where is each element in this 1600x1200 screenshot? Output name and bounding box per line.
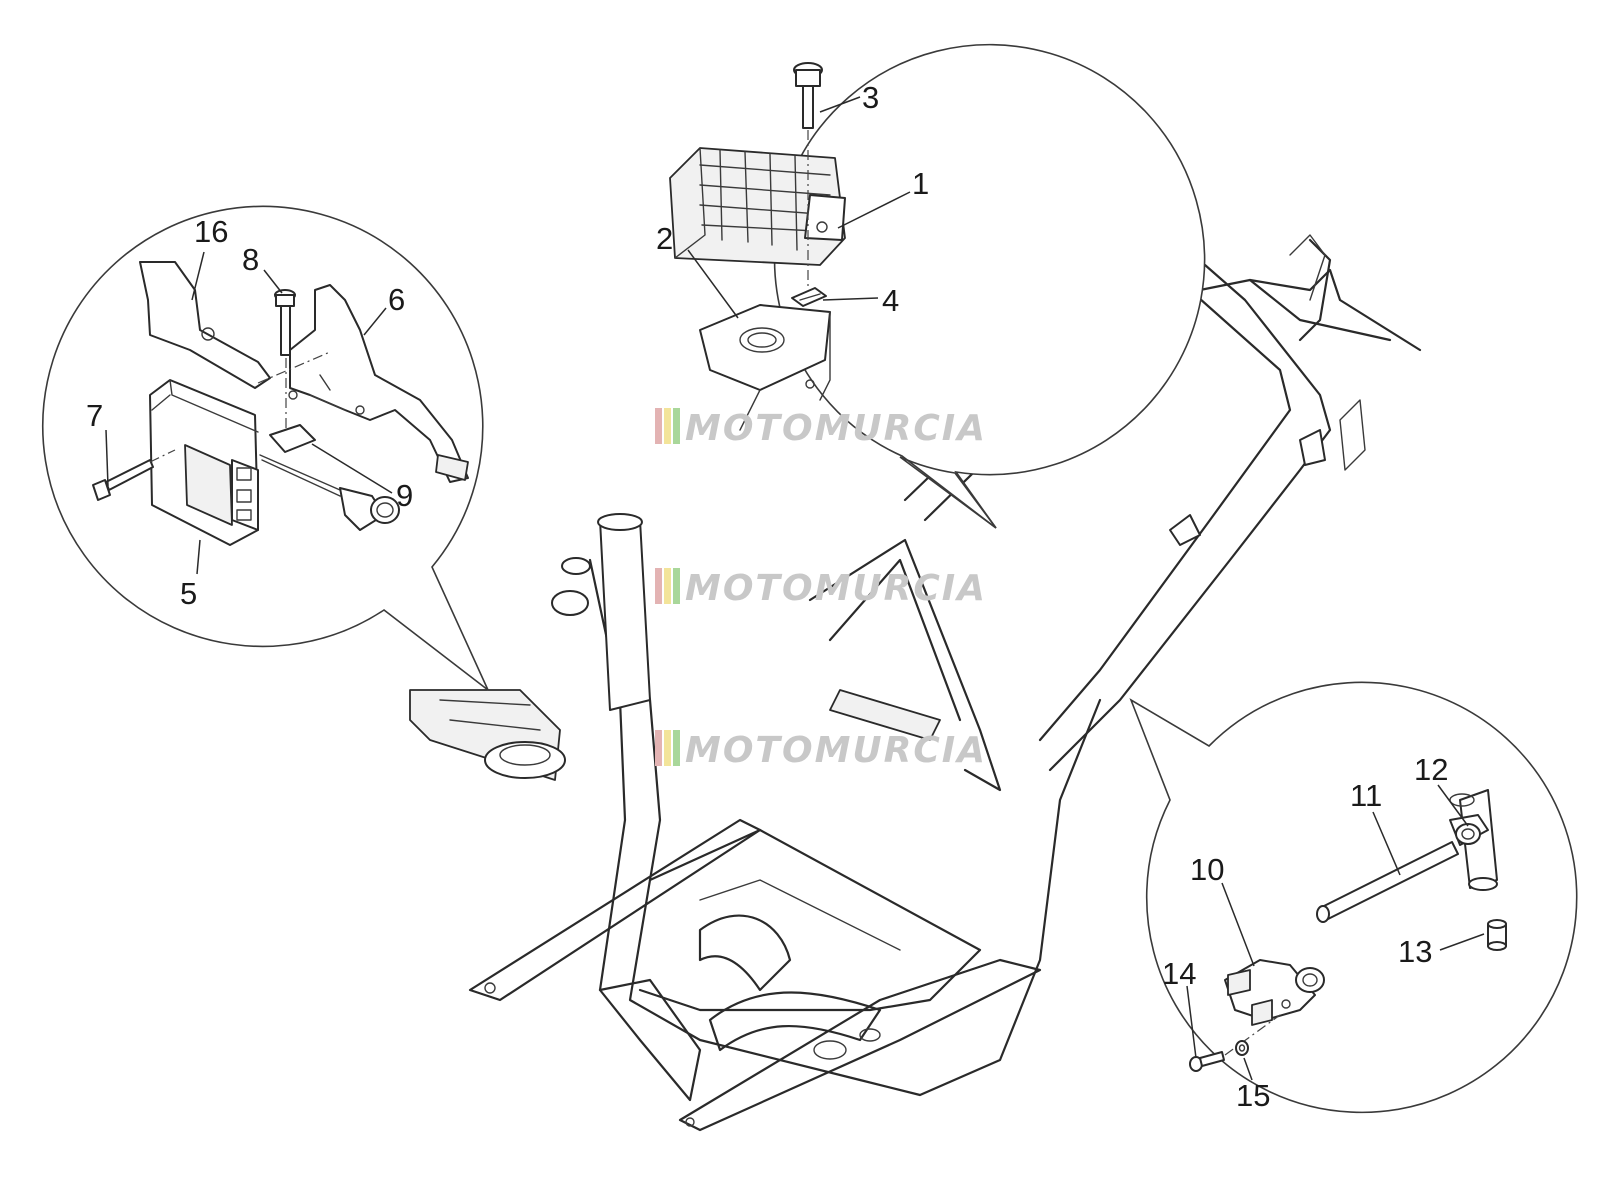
callout-number-15: 15 bbox=[1236, 1078, 1270, 1113]
watermark-stripe-red bbox=[655, 730, 662, 766]
callout-number-5: 5 bbox=[180, 576, 197, 611]
callout-circle-ecu bbox=[42, 205, 489, 691]
watermark-text: MOTOMURCIA bbox=[685, 730, 987, 771]
callout-number-2: 2 bbox=[656, 221, 673, 256]
ecu-screw-axis bbox=[149, 449, 176, 463]
leader-15 bbox=[1243, 1057, 1253, 1081]
callout-number-4: 4 bbox=[882, 283, 899, 318]
ecu-bracket-6 bbox=[288, 284, 469, 483]
callout-number-10: 10 bbox=[1190, 852, 1224, 887]
ecu-unit bbox=[149, 379, 259, 546]
leader-9 bbox=[311, 443, 393, 494]
scooter-frame bbox=[409, 234, 1422, 1132]
watermark-stripe-green bbox=[673, 408, 680, 444]
callout-number-9: 9 bbox=[396, 478, 413, 513]
leader-11 bbox=[1372, 811, 1401, 876]
watermark-bottom: MOTOMURCIA bbox=[655, 730, 987, 771]
callout-number-13: 13 bbox=[1398, 934, 1432, 969]
voltage-regulator bbox=[669, 147, 846, 266]
watermark-stripe-yellow bbox=[664, 408, 671, 444]
watermark-text: MOTOMURCIA bbox=[685, 408, 987, 449]
watermark-middle: MOTOMURCIA bbox=[655, 568, 987, 609]
leader-lines bbox=[105, 96, 1485, 1081]
leader-7 bbox=[105, 429, 109, 487]
leader-8 bbox=[263, 269, 283, 294]
ecu-screw-8 bbox=[274, 289, 296, 356]
ecu-sensor-9 bbox=[259, 424, 400, 531]
callout-circle-regulator bbox=[773, 43, 1206, 529]
ecu-bracket-16 bbox=[139, 261, 271, 389]
watermark-text: MOTOMURCIA bbox=[685, 568, 987, 609]
watermark-stripe-green bbox=[673, 730, 680, 766]
callout-number-6: 6 bbox=[388, 282, 405, 317]
watermark-stripe-yellow bbox=[664, 730, 671, 766]
watermark-stripe-red bbox=[655, 568, 662, 604]
switch-10 bbox=[1224, 959, 1325, 1026]
watermark-top: MOTOMURCIA bbox=[655, 408, 987, 449]
spring-nut bbox=[791, 287, 827, 307]
leader-12 bbox=[1437, 784, 1469, 827]
rod-11 bbox=[1316, 841, 1459, 923]
callout-number-3: 3 bbox=[862, 80, 879, 115]
leader-4 bbox=[822, 297, 879, 301]
ecu-screw-7 bbox=[92, 459, 154, 501]
ecu-axis-line-2 bbox=[257, 351, 331, 384]
callout-number-8: 8 bbox=[242, 242, 259, 277]
leader-5 bbox=[196, 539, 201, 575]
watermark-stripe-red bbox=[655, 408, 662, 444]
watermark-stripe-yellow bbox=[664, 568, 671, 604]
grommet-13 bbox=[1487, 919, 1507, 951]
callout-number-12: 12 bbox=[1414, 752, 1448, 787]
leader-3 bbox=[819, 96, 861, 113]
watermark-stripe-green bbox=[673, 568, 680, 604]
leader-2 bbox=[687, 249, 739, 319]
washer-15 bbox=[1235, 1040, 1249, 1056]
sensor-12 bbox=[1449, 789, 1498, 891]
callout-number-1: 1 bbox=[912, 166, 929, 201]
screw-axis-14 bbox=[1224, 1014, 1281, 1056]
leader-13 bbox=[1439, 933, 1485, 951]
regulator-plate bbox=[699, 304, 831, 431]
callout-number-11: 11 bbox=[1350, 778, 1382, 813]
callout-numbers: 1 2 3 4 5 6 7 8 9 10 11 12 13 14 15 16 bbox=[86, 80, 1448, 1113]
leader-14 bbox=[1186, 985, 1197, 1059]
leader-1 bbox=[837, 191, 911, 229]
callout-number-7: 7 bbox=[86, 398, 103, 433]
regulator-bolt bbox=[793, 62, 823, 129]
callout-number-14: 14 bbox=[1162, 956, 1196, 991]
leader-6 bbox=[363, 307, 387, 336]
leader-10 bbox=[1221, 882, 1255, 967]
callout-number-16: 16 bbox=[194, 214, 228, 249]
leader-16 bbox=[191, 251, 205, 301]
